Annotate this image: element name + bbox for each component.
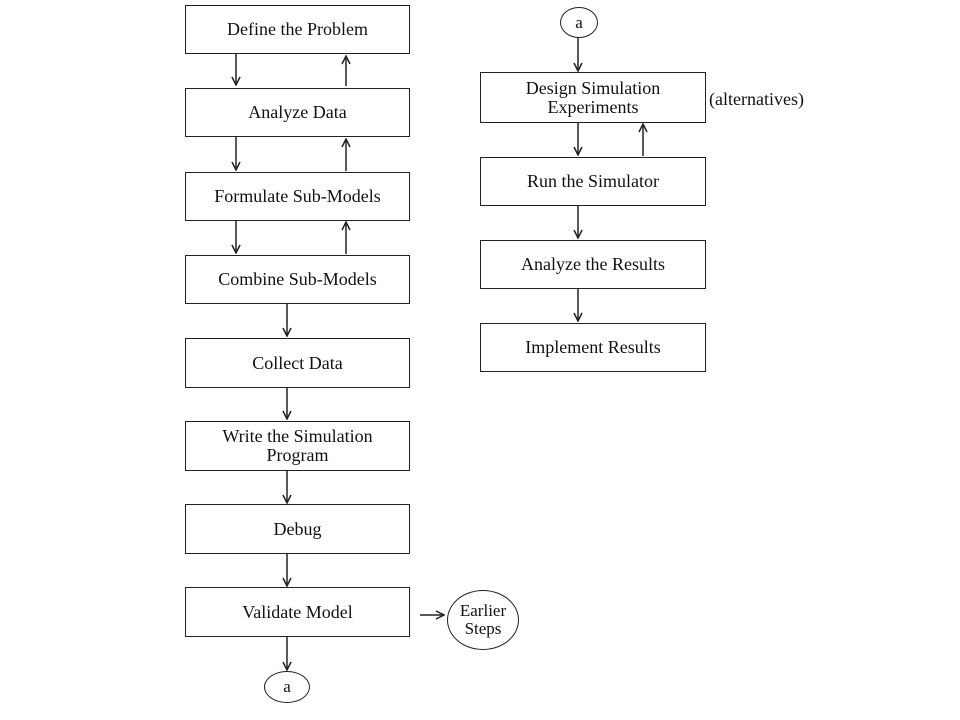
alternatives-note: (alternatives) [709, 89, 804, 109]
step-run-the-simulator: Run the Simulator [480, 157, 706, 206]
connector-a-top: a [560, 7, 598, 38]
step-design-simulation-experiments: Design Simulation Experiments [480, 72, 706, 123]
step-combine-sub-models: Combine Sub-Models [185, 255, 410, 304]
connector-a-bottom: a [264, 671, 310, 703]
step-validate-model: Validate Model [185, 587, 410, 637]
step-write-the-simulation-program: Write the Simulation Program [185, 421, 410, 471]
step-collect-data: Collect Data [185, 338, 410, 388]
step-analyze-data: Analyze Data [185, 88, 410, 137]
step-implement-results: Implement Results [480, 323, 706, 372]
step-debug: Debug [185, 504, 410, 554]
earlier-steps-circle: Earlier Steps [447, 590, 519, 650]
step-define-the-problem: Define the Problem [185, 5, 410, 54]
step-analyze-the-results: Analyze the Results [480, 240, 706, 289]
step-formulate-sub-models: Formulate Sub-Models [185, 172, 410, 221]
